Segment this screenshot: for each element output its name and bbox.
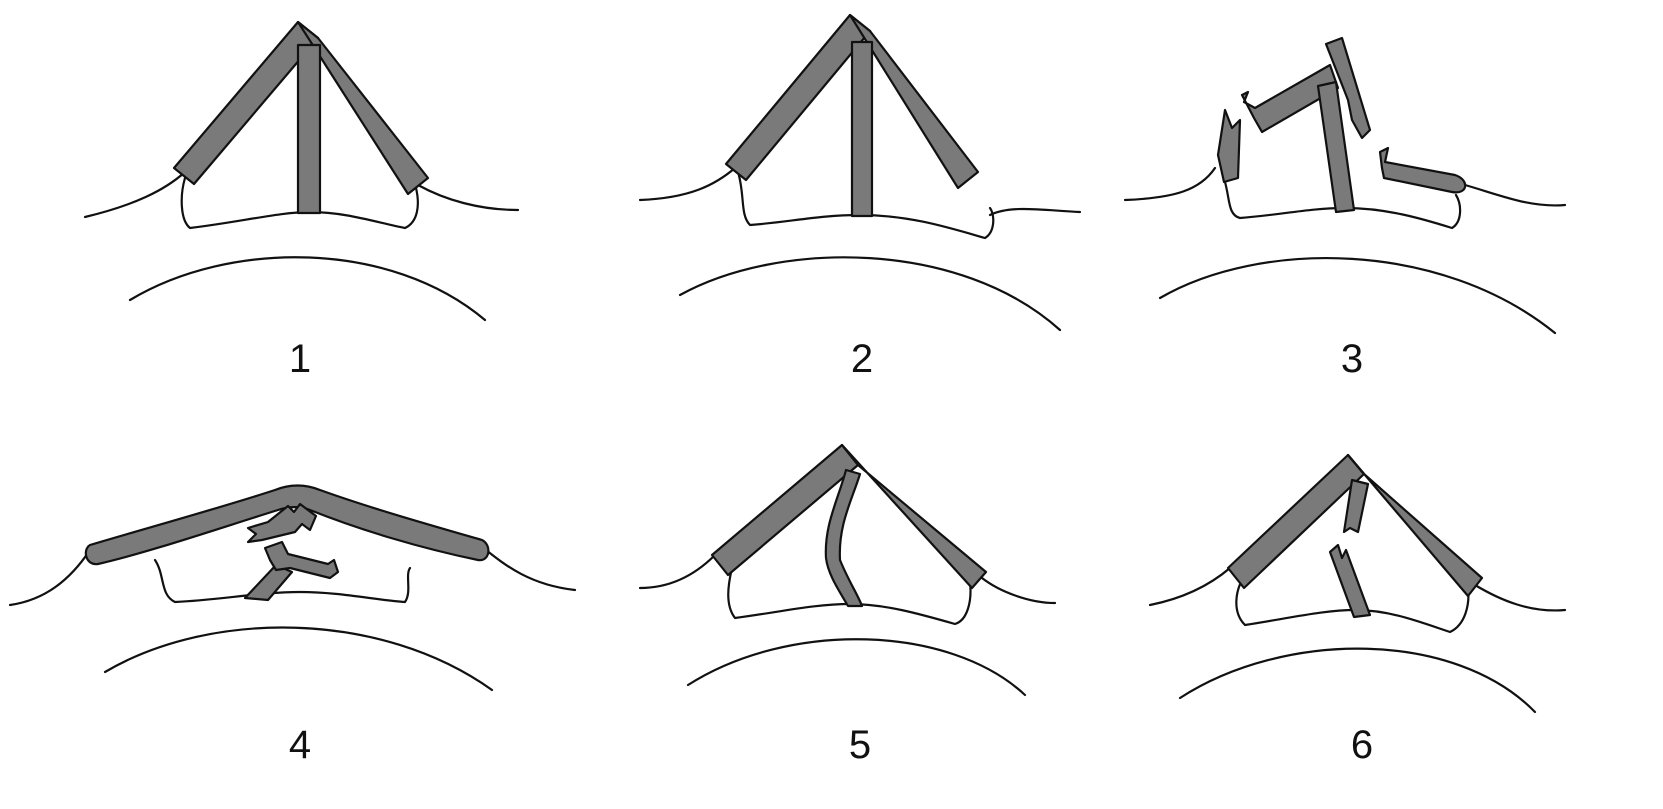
skin-line <box>640 555 715 588</box>
fragment-lower <box>245 565 292 600</box>
panel-2: 2 <box>640 15 1080 381</box>
panel-4: 4 <box>10 486 575 768</box>
skin-line <box>990 209 1080 215</box>
panel-label: 5 <box>849 723 871 767</box>
skin-line <box>640 168 735 200</box>
panel-5: 5 <box>640 445 1055 767</box>
skin-line <box>1125 168 1215 200</box>
skin-line <box>1465 185 1565 205</box>
strut-left <box>174 22 318 184</box>
mucosa-arc <box>1160 258 1555 333</box>
panel-label: 1 <box>289 337 311 381</box>
panel-3: 3 <box>1125 38 1565 381</box>
fragment-right-stub <box>1380 148 1465 192</box>
strut-center-bent <box>826 470 862 606</box>
skin-line <box>1475 585 1565 610</box>
strut-center <box>298 45 320 213</box>
strut-right <box>1348 455 1482 596</box>
strut-right <box>842 445 986 588</box>
mucosa-arc <box>130 257 485 320</box>
fragment-left-stub <box>1218 110 1240 182</box>
skin-line <box>1150 568 1230 605</box>
skin-line <box>982 578 1055 603</box>
skin-line <box>85 172 185 217</box>
panel-label: 4 <box>289 723 311 767</box>
mucosa-arc <box>1180 649 1535 712</box>
skin-line <box>10 550 90 605</box>
strut-left <box>726 15 870 180</box>
skin-line <box>418 185 518 210</box>
panel-label: 3 <box>1341 337 1363 381</box>
mucosa-arc <box>688 639 1025 695</box>
panel-1: 1 <box>85 22 518 381</box>
mucosa-arc <box>105 628 492 690</box>
fragment-lower <box>1330 545 1370 617</box>
panel-label: 2 <box>851 337 873 381</box>
mucosa-arc <box>680 257 1060 330</box>
skin-line <box>486 550 575 590</box>
panel-6: 6 <box>1150 455 1565 767</box>
strut-center <box>852 42 872 216</box>
panel-label: 6 <box>1351 723 1373 767</box>
